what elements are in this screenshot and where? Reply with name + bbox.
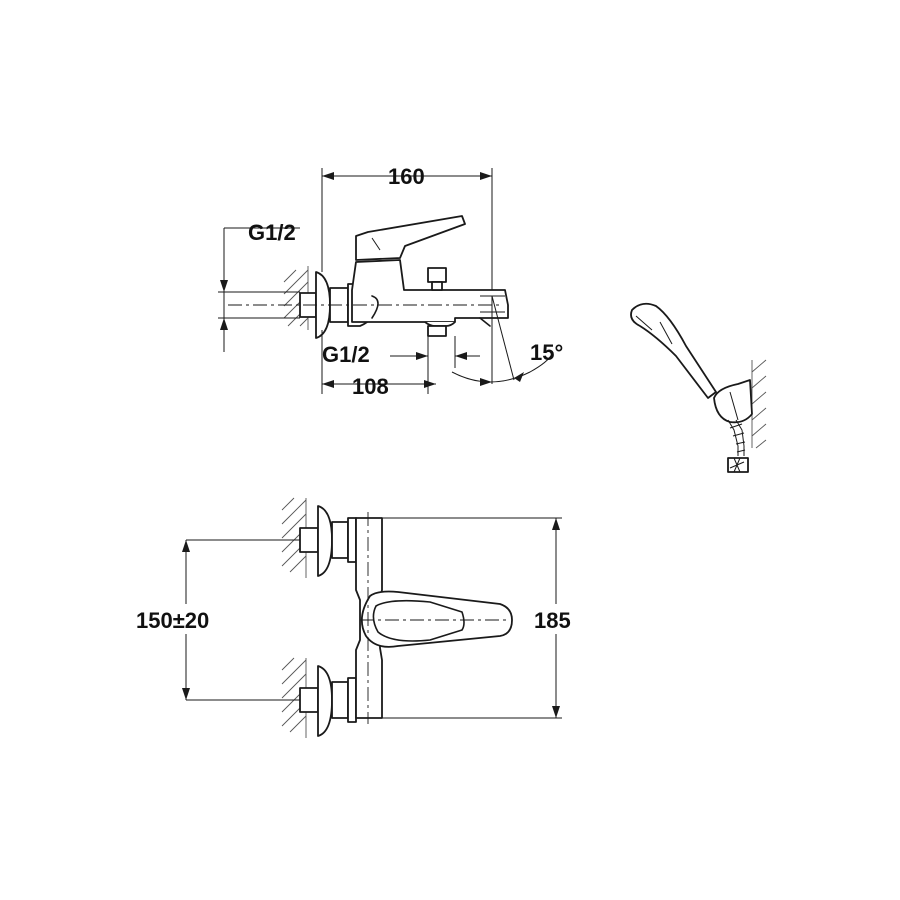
label-inlet-thread: G1/2: [248, 220, 296, 245]
label-total-height: 185: [534, 608, 571, 633]
mixer-body-side: [351, 215, 509, 337]
dim-inlet-thread: G1/2: [218, 220, 300, 352]
label-spout-angle: 15°: [530, 340, 563, 365]
upper-connector: [186, 505, 357, 577]
hand-shower: [630, 302, 767, 473]
dim-total-height: 185: [382, 517, 584, 719]
label-outlet-thread: G1/2: [322, 342, 370, 367]
side-view: G1/2 160 G1/2 108: [218, 164, 563, 399]
wall-hatch-shower: [751, 359, 767, 449]
dim-inlet-spacing: 150±20: [132, 540, 244, 700]
front-view: 150±20 185: [132, 497, 584, 738]
lever-inner-outline: [372, 599, 465, 642]
lever-front: [360, 590, 513, 648]
label-outlet-offset: 108: [352, 374, 389, 399]
dim-outlet-thread: G1/2: [322, 336, 480, 394]
dim-overall-depth: 160: [321, 164, 493, 290]
dim-spout-angle: 15°: [451, 295, 563, 386]
dim-outlet-offset: 108: [321, 330, 436, 399]
lower-connector: [186, 665, 357, 737]
label-inlet-spacing: 150±20: [136, 608, 209, 633]
label-overall-depth: 160: [388, 164, 425, 189]
